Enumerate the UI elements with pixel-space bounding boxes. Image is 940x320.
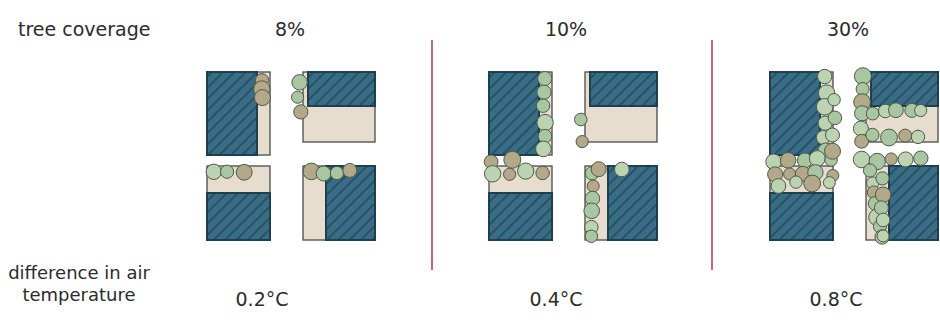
coverage-value: 30% xyxy=(827,18,869,41)
tree xyxy=(876,213,890,227)
tree xyxy=(221,165,234,178)
tree xyxy=(292,75,307,90)
tree xyxy=(898,152,913,167)
tree xyxy=(866,128,879,141)
tree xyxy=(809,151,825,167)
tree xyxy=(585,230,597,242)
building xyxy=(608,166,657,240)
yard xyxy=(770,72,833,155)
tree xyxy=(881,129,898,146)
tree xyxy=(536,99,549,112)
tree xyxy=(330,166,343,179)
tree xyxy=(771,179,786,194)
yard xyxy=(585,72,657,142)
yard xyxy=(866,166,938,240)
tree xyxy=(823,177,835,189)
building xyxy=(770,72,820,155)
trees xyxy=(206,68,928,245)
tree xyxy=(587,180,599,192)
tree xyxy=(818,69,832,83)
tree xyxy=(504,151,521,168)
tree xyxy=(575,113,588,126)
tree xyxy=(206,164,221,179)
tree xyxy=(915,104,927,116)
building xyxy=(207,193,270,240)
tree xyxy=(911,130,924,143)
tree xyxy=(828,94,840,106)
tree xyxy=(538,72,552,86)
row-label: difference in air temperature xyxy=(4,262,154,305)
tree xyxy=(825,143,841,159)
tree xyxy=(591,162,606,177)
tree xyxy=(294,105,308,119)
tree xyxy=(889,103,904,118)
tree xyxy=(537,114,553,130)
tree xyxy=(536,166,549,179)
tree xyxy=(236,164,252,180)
tree xyxy=(504,168,516,180)
tree xyxy=(877,230,889,242)
coverage-value: 10% xyxy=(545,18,587,41)
tree xyxy=(866,107,879,120)
yard xyxy=(303,72,375,142)
tree xyxy=(254,90,270,106)
tree xyxy=(863,164,876,177)
building xyxy=(308,72,375,106)
temperature-value: 0.4°C xyxy=(530,288,583,311)
tree xyxy=(484,166,500,182)
tree xyxy=(914,151,928,165)
tree xyxy=(899,129,912,142)
coverage-value: 8% xyxy=(275,18,305,41)
tree xyxy=(780,153,796,169)
tree xyxy=(885,153,897,165)
tree xyxy=(536,141,552,157)
tree xyxy=(875,230,889,244)
tree xyxy=(292,91,304,103)
yard xyxy=(866,72,938,142)
city-blocks xyxy=(207,72,938,240)
temperature-value: 0.2°C xyxy=(236,288,289,311)
tree xyxy=(343,163,357,177)
tree xyxy=(876,172,889,185)
yard xyxy=(207,72,270,155)
tree xyxy=(826,128,840,142)
temperature-value: 0.8°C xyxy=(810,288,863,311)
tree xyxy=(875,187,891,203)
row-label: tree coverage xyxy=(18,18,150,41)
divider xyxy=(711,40,713,270)
building xyxy=(871,72,938,106)
tree xyxy=(790,176,802,188)
tree xyxy=(576,136,588,148)
building xyxy=(770,193,833,240)
building xyxy=(489,193,552,240)
tree xyxy=(874,201,888,215)
tree xyxy=(316,166,331,181)
tree xyxy=(518,163,534,179)
building xyxy=(489,72,539,155)
tree xyxy=(804,175,821,192)
divider xyxy=(431,40,433,270)
tree xyxy=(537,85,551,99)
building xyxy=(207,72,257,155)
tree xyxy=(615,162,630,177)
tree xyxy=(828,111,842,125)
building xyxy=(590,72,657,106)
tree xyxy=(584,203,600,219)
building xyxy=(889,166,938,240)
